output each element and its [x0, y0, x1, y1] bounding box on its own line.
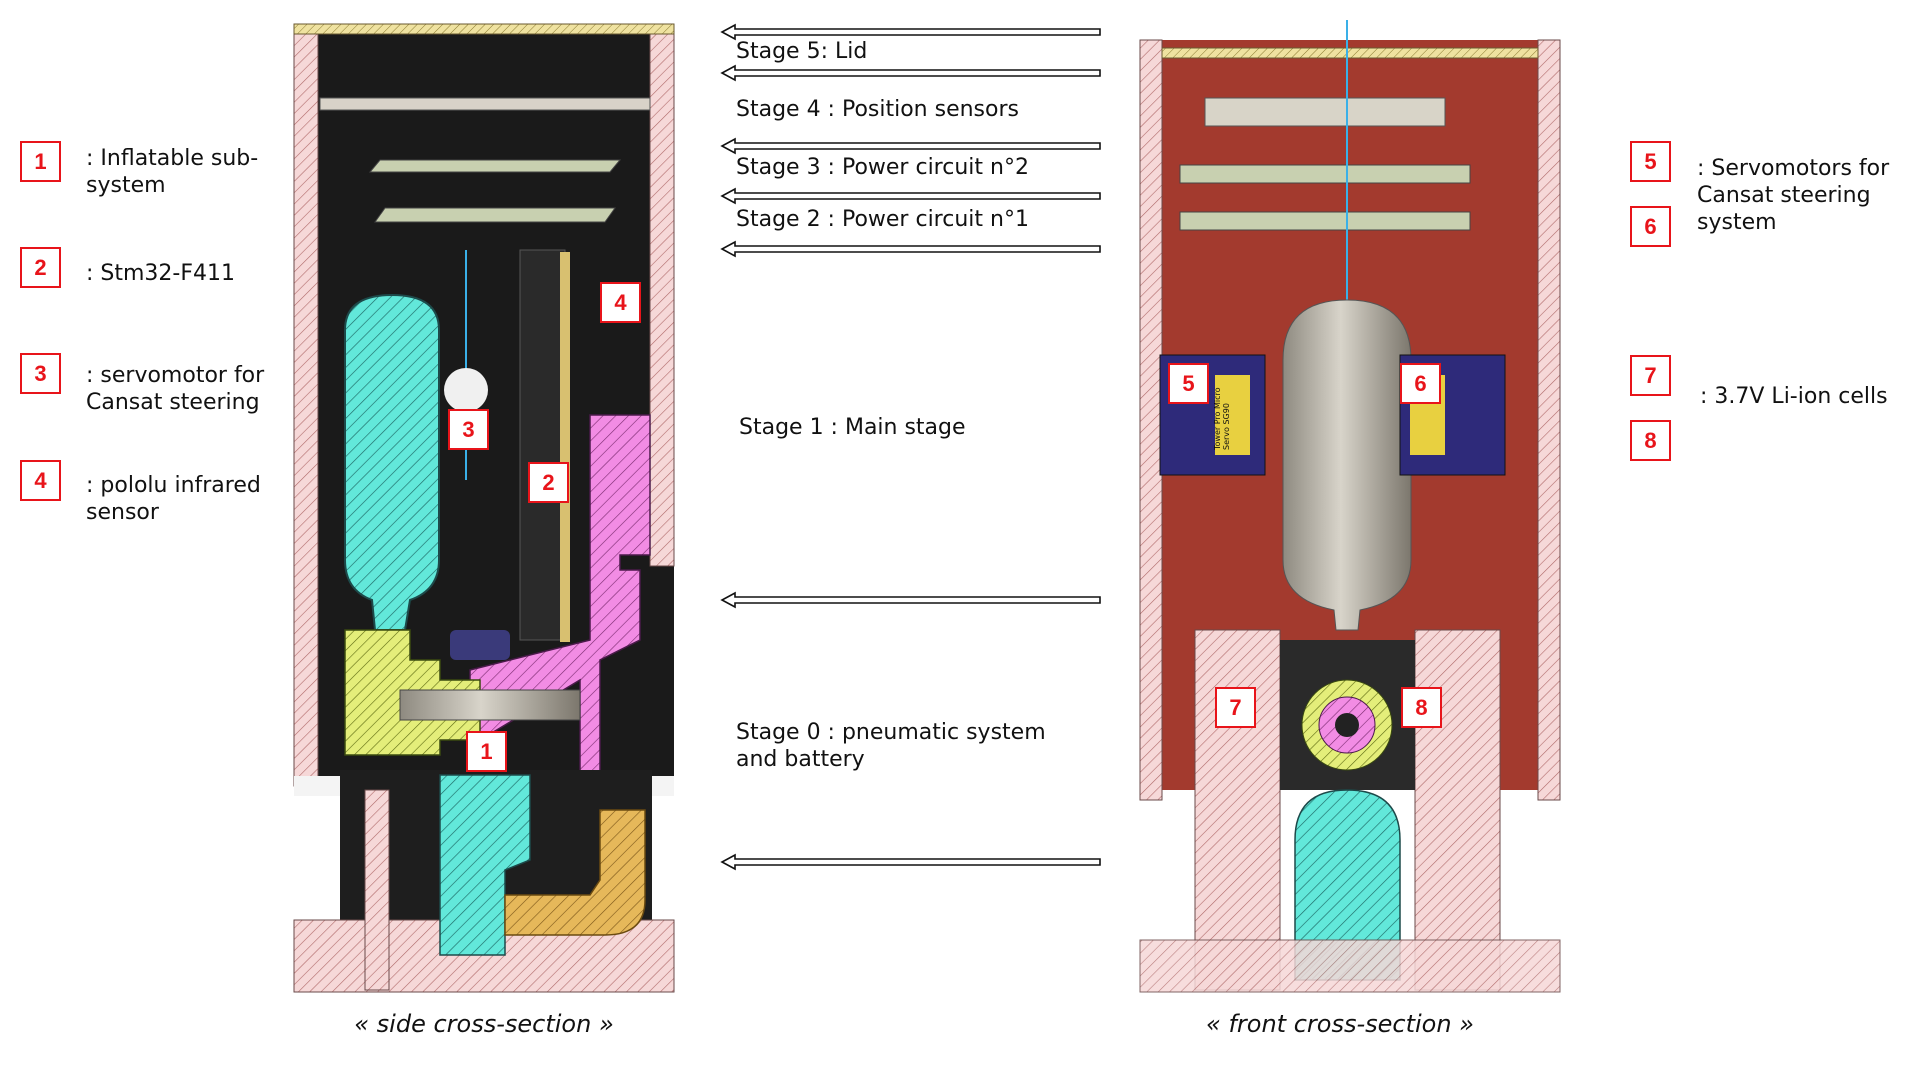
side-label-1: 1 [466, 731, 507, 772]
front-valve-bore [1335, 713, 1359, 737]
front-cross-section [1139, 20, 1561, 993]
legend-box-1: 1 [20, 141, 61, 182]
arrow-stage2-stage1 [720, 240, 1101, 258]
legend-box-2: 2 [20, 247, 61, 288]
legend-box-4: 4 [20, 460, 61, 501]
legend-text-2: : Stm32-F411 [86, 261, 236, 286]
stage-2-label: Stage 2 : Power circuit n°1 [736, 207, 1029, 232]
front-label-6: 6 [1400, 363, 1441, 404]
arrow-stage3-stage2 [720, 187, 1101, 205]
legend-box-5: 5 [1630, 141, 1671, 182]
stage-1-label: Stage 1 : Main stage [739, 415, 966, 440]
arrow-top-lid [720, 23, 1101, 41]
arrow-bottom [720, 853, 1101, 871]
side-lid [293, 23, 675, 35]
side-elbow-fitting [504, 809, 646, 936]
stage-0-label: Stage 0 : pneumatic system and battery [736, 720, 1046, 772]
side-label-2: 2 [528, 462, 569, 503]
side-stm32-board [519, 249, 566, 641]
stage-5-label: Stage 5: Lid [736, 39, 868, 64]
side-shell-right [649, 25, 675, 567]
legend-text-3: : servomotor for Cansat steering [86, 363, 265, 415]
front-cell-right [1414, 629, 1501, 991]
side-coupler [450, 630, 510, 660]
front-label-5: 5 [1168, 363, 1209, 404]
legend-box-7: 7 [1630, 355, 1671, 396]
stage-4-label: Stage 4 : Position sensors [736, 97, 1019, 122]
stage-arrows [720, 23, 1101, 871]
legend-text-4: : pololu infrared sensor [86, 473, 261, 525]
front-base [1139, 939, 1561, 993]
front-servo-label-left [1215, 375, 1250, 455]
servo-print-left: Tower Pro Micro Servo SG90 [1213, 387, 1231, 450]
stage-3-label: Stage 3 : Power circuit n°2 [736, 155, 1029, 180]
side-servo-horn [444, 368, 488, 412]
legend-text-1: : Inflatable sub-system [86, 146, 259, 198]
legend-box-3: 3 [20, 353, 61, 394]
arrow-stage1-stage0 [720, 591, 1101, 609]
side-plate-stage4 [319, 97, 651, 111]
front-shell-right [1537, 39, 1561, 801]
side-cross-section [293, 23, 675, 993]
side-plate-stage3 [368, 159, 622, 173]
front-plate-stage3 [1179, 164, 1471, 184]
front-compressor-block [1294, 789, 1401, 981]
side-plate-stage2 [374, 207, 616, 223]
front-gas-tank [1282, 299, 1412, 631]
legend-box-6: 6 [1630, 206, 1671, 247]
legend-box-8: 8 [1630, 420, 1671, 461]
side-lower-wall-left [364, 789, 390, 991]
front-label-7: 7 [1215, 687, 1256, 728]
side-caption: « side cross-section » [354, 1010, 614, 1038]
front-plate-stage2 [1179, 211, 1471, 231]
arrow-stage4-stage3 [720, 137, 1101, 155]
side-compressor-block [439, 774, 531, 956]
side-label-4: 4 [600, 282, 641, 323]
front-plate-stage4 [1204, 97, 1446, 127]
front-lid [1161, 47, 1539, 59]
side-label-3: 3 [448, 409, 489, 450]
side-gas-tank [344, 293, 440, 631]
side-board-edge [560, 252, 570, 642]
side-pipe [399, 689, 581, 721]
side-shell-left [293, 25, 319, 787]
legend-text-7-8: : 3.7V Li-ion cells [1700, 384, 1888, 409]
front-caption: « front cross-section » [1206, 1010, 1474, 1038]
legend-text-5-6: : Servomotors for Cansat steering system [1697, 156, 1890, 235]
front-shell-left [1139, 39, 1163, 801]
front-cell-left [1194, 629, 1281, 991]
front-label-8: 8 [1401, 687, 1442, 728]
arrow-lid-stage4 [720, 64, 1101, 82]
